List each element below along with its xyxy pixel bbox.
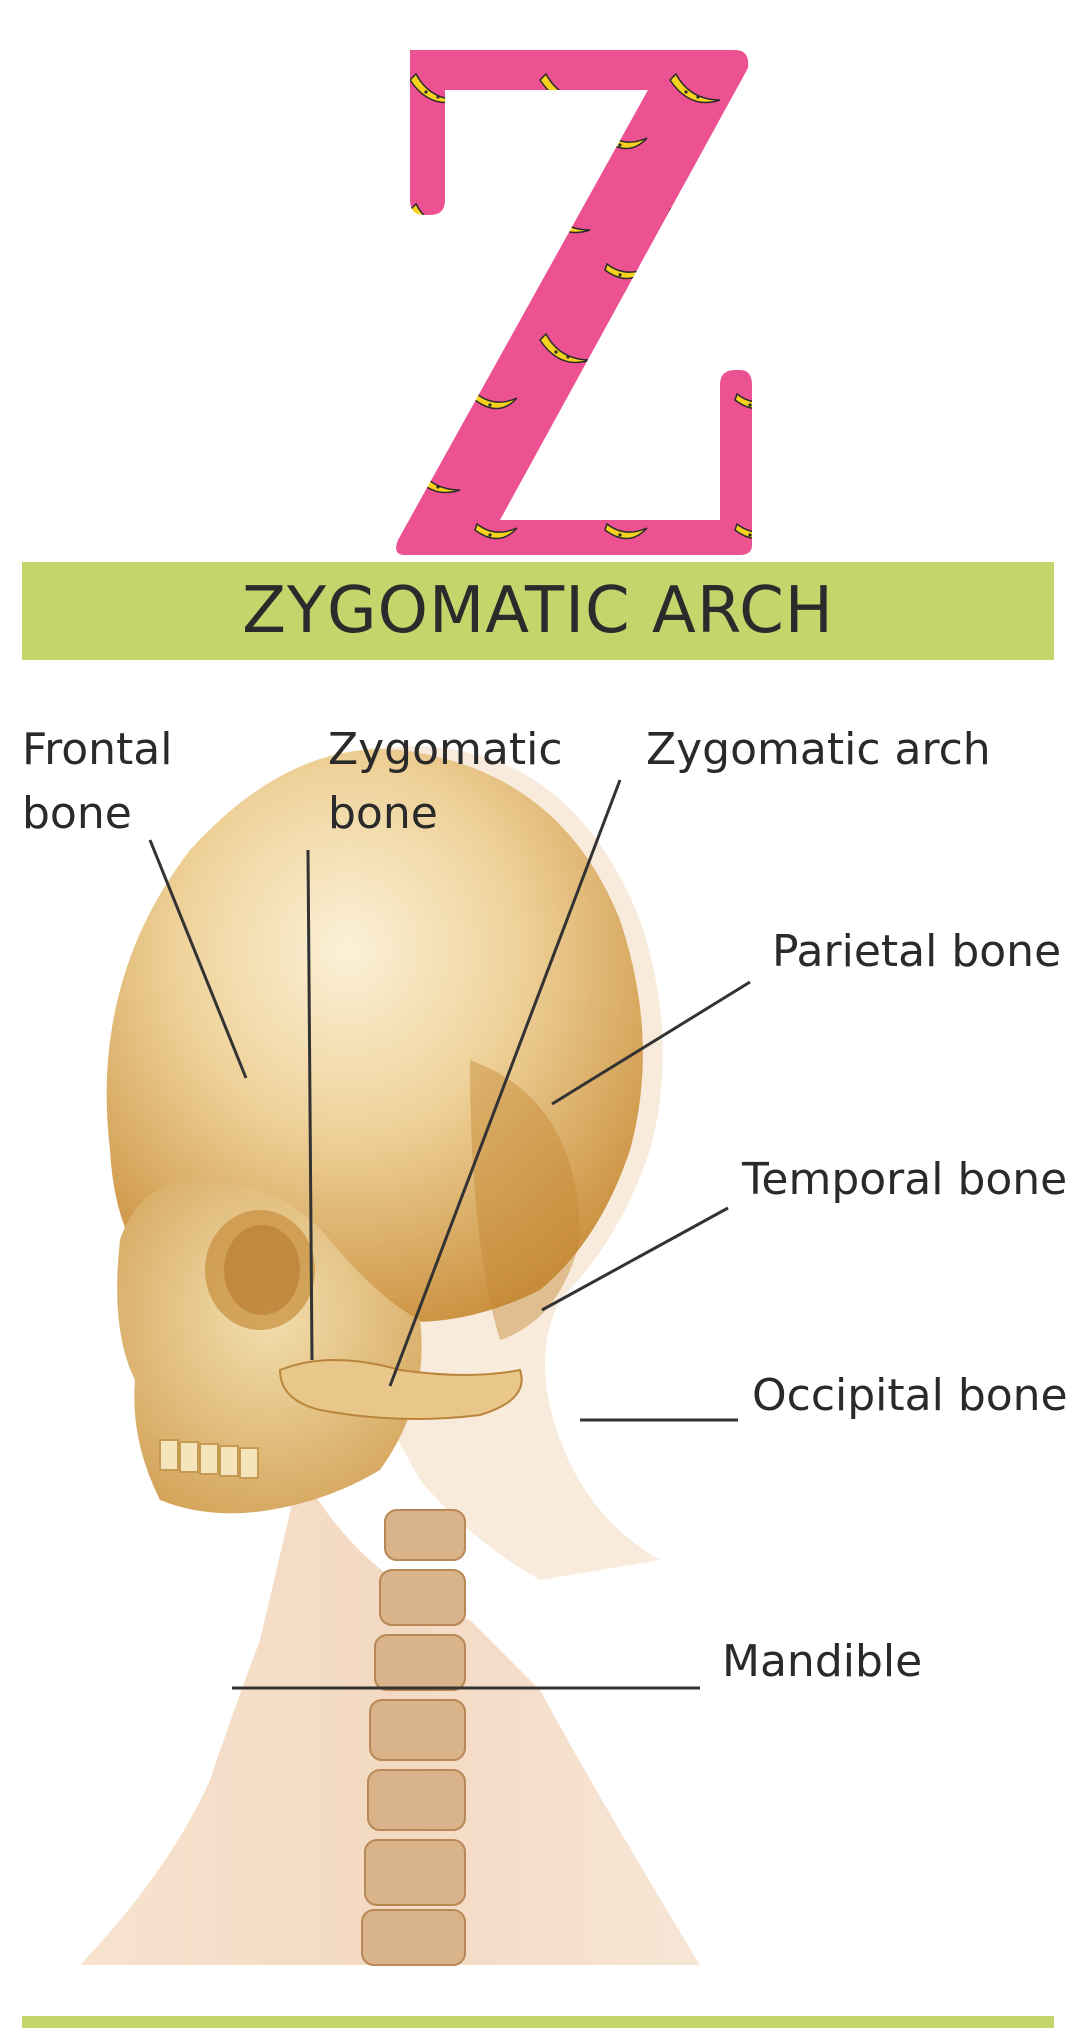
- label-temporal-bone: Temporal bone: [742, 1154, 1068, 1205]
- leader-zygomatic-bone: [306, 849, 314, 1361]
- cervical-spine: [361, 1509, 466, 1966]
- label-zygomatic-bone-line1: Zygomatic: [328, 724, 563, 775]
- zygomatic-arch-shape: [278, 1359, 523, 1420]
- letter-z-graphic: [390, 40, 760, 560]
- leader-parietal: [551, 980, 751, 1106]
- label-zygomatic-arch: Zygomatic arch: [646, 724, 991, 775]
- label-frontal-bone: Frontal bone: [22, 718, 172, 846]
- label-occipital-bone: Occipital bone: [752, 1370, 1068, 1421]
- teeth: [159, 1439, 259, 1479]
- leader-zygomatic-arch: [388, 779, 622, 1387]
- face-bones: [117, 1180, 422, 1514]
- label-frontal-line1: Frontal: [22, 724, 173, 775]
- title-bar: ZYGOMATIC ARCH: [22, 562, 1054, 660]
- label-parietal-bone: Parietal bone: [772, 926, 1062, 977]
- diagram-title: ZYGOMATIC ARCH: [242, 574, 834, 648]
- skull-diagram: Frontal bone Zygomatic bone Zygomatic ar…: [0, 680, 1080, 1980]
- bottom-accent-bar: [22, 2016, 1054, 2028]
- label-zygomatic-bone-line2: bone: [328, 788, 438, 839]
- label-mandible: Mandible: [722, 1636, 923, 1687]
- leader-frontal: [148, 839, 248, 1079]
- leader-temporal: [541, 1206, 729, 1312]
- skull-illustration: [80, 746, 751, 1966]
- leader-lines: [148, 779, 751, 1690]
- label-zygomatic-bone: Zygomatic bone: [328, 718, 563, 846]
- letter-z-svg: [396, 50, 752, 555]
- cranium: [106, 749, 643, 1322]
- letter-z-shape: [396, 50, 752, 555]
- label-frontal-line2: bone: [22, 788, 132, 839]
